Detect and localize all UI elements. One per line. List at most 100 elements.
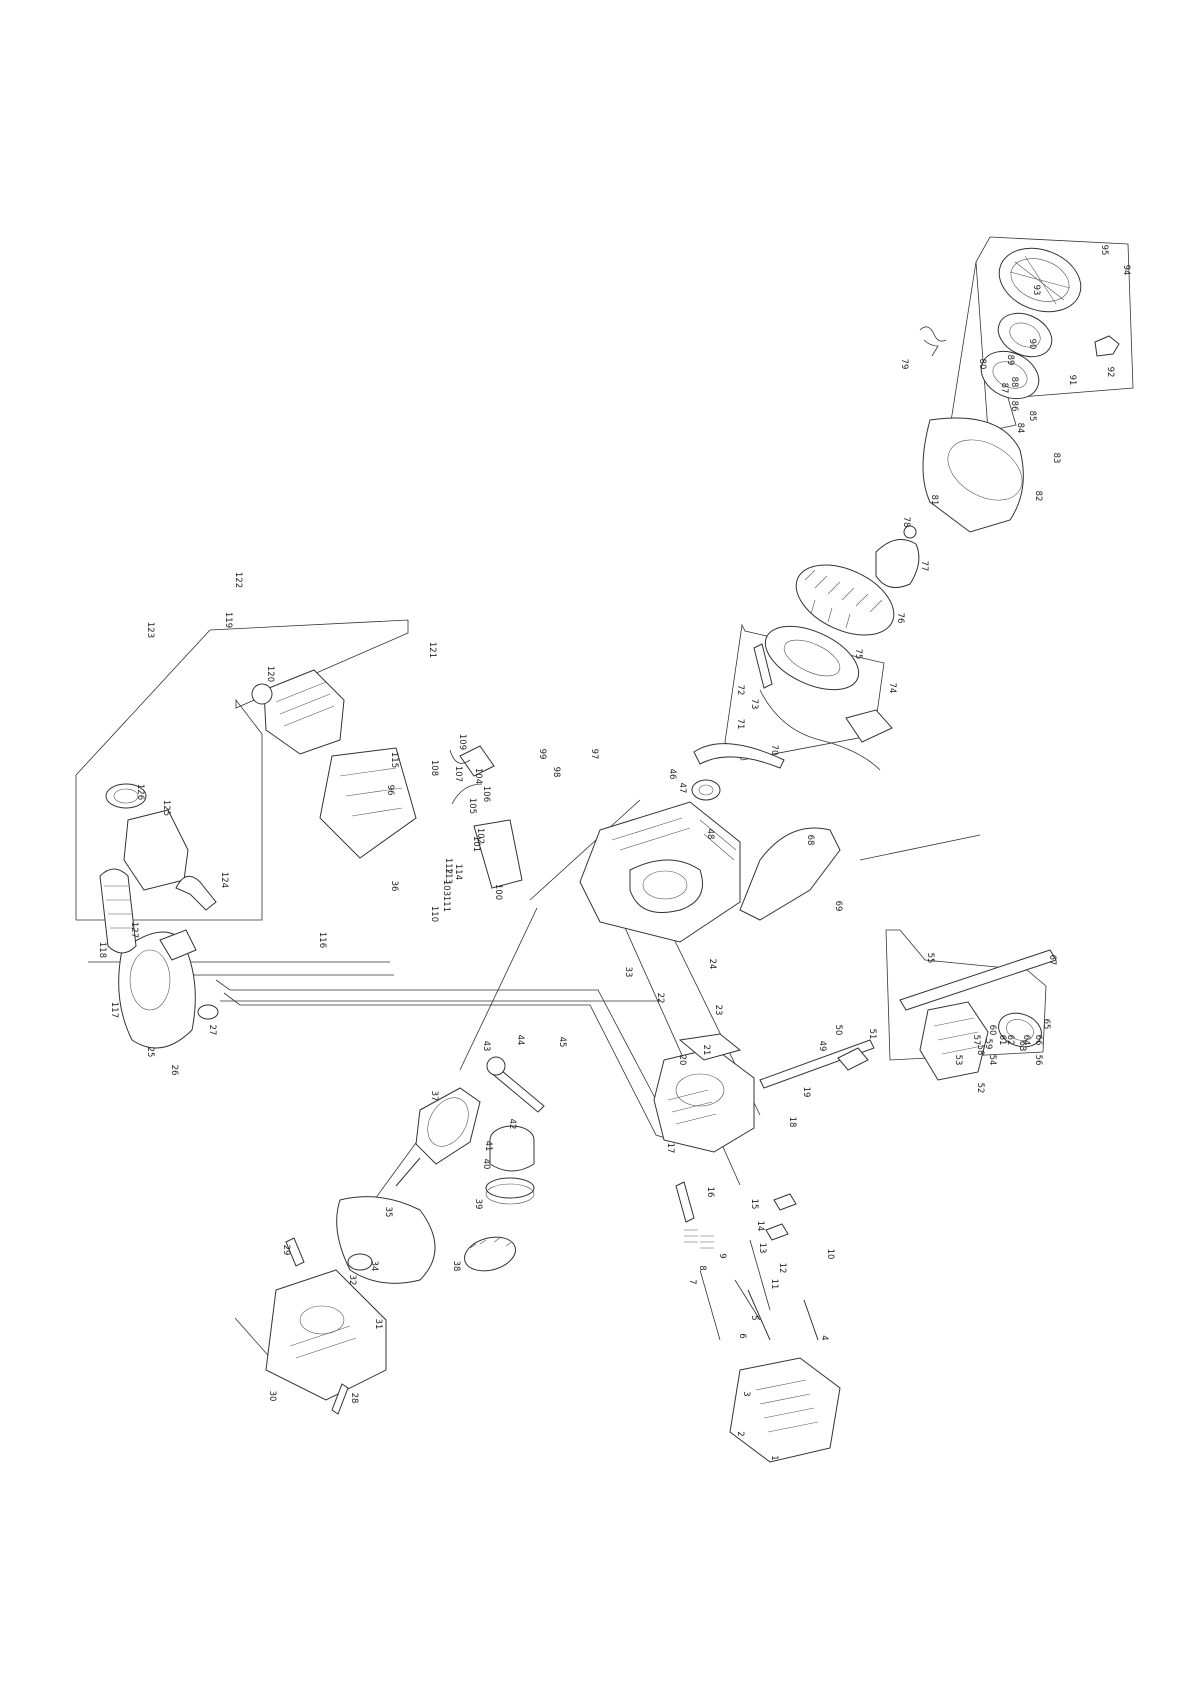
callout-71: 71 [735, 719, 745, 730]
callout-15: 15 [749, 1199, 759, 1210]
callout-18: 18 [787, 1117, 797, 1128]
callout-61: 61 [997, 1035, 1007, 1046]
plug-cap [753, 643, 773, 689]
callout-2: 2 [735, 1431, 745, 1436]
callout-17: 17 [665, 1143, 675, 1154]
alternator-rotor [764, 625, 860, 691]
callout-32: 32 [347, 1275, 357, 1286]
crankshaft [395, 1087, 481, 1187]
callout-104: 104 [473, 768, 483, 784]
piston-rings [485, 1177, 535, 1199]
callout-92: 92 [1105, 367, 1115, 378]
cylinder-block [579, 801, 741, 943]
callout-98: 98 [551, 767, 561, 778]
callout-106: 106 [481, 786, 491, 802]
callout-67: 67 [1047, 955, 1057, 966]
cylinder-head [653, 1047, 755, 1153]
callout-10: 10 [825, 1249, 835, 1260]
callout-114: 114 [453, 864, 463, 880]
callout-43: 43 [481, 1041, 491, 1052]
callout-111: 111 [441, 896, 451, 912]
callout-123: 123 [145, 622, 155, 638]
callout-20: 20 [677, 1055, 687, 1066]
group-outlines [75, 236, 1134, 1381]
carburetor [919, 1001, 989, 1081]
air-cleaner-group-outline [75, 619, 409, 921]
callout-125: 125 [161, 800, 171, 816]
air-intake-elbow [175, 875, 217, 911]
exhaust-gasket [197, 1004, 219, 1020]
starter-handle [1094, 335, 1120, 357]
callout-100: 100 [493, 884, 503, 900]
callout-76: 76 [895, 613, 905, 624]
callout-46: 46 [667, 769, 677, 780]
callout-63: 63 [1017, 1041, 1027, 1052]
callout-53: 53 [953, 1055, 963, 1066]
ignition-module [845, 709, 893, 743]
fan-cover [922, 417, 1024, 533]
callout-121: 121 [427, 642, 437, 658]
starter-pulley [997, 312, 1053, 358]
callout-52: 52 [975, 1083, 985, 1094]
callout-87: 87 [999, 383, 1009, 394]
callout-60: 60 [987, 1025, 997, 1036]
callout-101: 101 [471, 836, 481, 852]
callout-50: 50 [833, 1025, 843, 1036]
callout-109: 109 [457, 734, 467, 750]
callout-45: 45 [557, 1037, 567, 1048]
callout-34: 34 [369, 1261, 379, 1272]
callout-47: 47 [677, 783, 687, 794]
callout-38: 38 [451, 1261, 461, 1272]
callout-39: 39 [473, 1199, 483, 1210]
fuel-line [759, 1039, 875, 1089]
callout-93: 93 [1031, 285, 1041, 296]
callout-117: 117 [109, 1002, 119, 1018]
callout-99: 99 [537, 749, 547, 760]
callout-28: 28 [349, 1393, 359, 1404]
callout-105: 105 [467, 798, 477, 814]
callout-115: 115 [389, 752, 399, 768]
starter-group-outline [975, 236, 1134, 432]
callout-40: 40 [481, 1159, 491, 1170]
flywheel [795, 564, 895, 636]
callout-49: 49 [817, 1041, 827, 1052]
callout-16: 16 [705, 1187, 715, 1198]
callout-107: 107 [453, 766, 463, 782]
callout-68: 68 [805, 835, 815, 846]
callout-51: 51 [867, 1029, 877, 1040]
rocker-arm [765, 1193, 797, 1241]
callout-64: 64 [1021, 1035, 1031, 1046]
callout-73: 73 [749, 699, 759, 710]
callout-14: 14 [755, 1221, 765, 1232]
callout-48: 48 [705, 829, 715, 840]
callout-66: 66 [1033, 1035, 1043, 1046]
throttle-lever [837, 1047, 869, 1071]
callout-37: 37 [429, 1091, 439, 1102]
callout-6: 6 [737, 1333, 747, 1338]
shroud-plate [693, 743, 785, 769]
callout-54: 54 [987, 1055, 997, 1066]
head-gasket [678, 1033, 742, 1061]
main-bearing [347, 1253, 373, 1271]
governor-assembly [449, 745, 523, 889]
starter-cup [875, 539, 920, 589]
callout-116: 116 [317, 932, 327, 948]
callout-70: 70 [769, 745, 779, 756]
muffler [118, 929, 197, 1049]
callout-97: 97 [589, 749, 599, 760]
callout-24: 24 [707, 959, 717, 970]
callout-78: 78 [901, 517, 911, 528]
callout-65: 65 [1041, 1019, 1051, 1030]
callout-1: 1 [769, 1455, 779, 1460]
camshaft-gear [464, 1236, 516, 1272]
callout-90: 90 [1027, 339, 1037, 350]
muffler-bracket [319, 747, 417, 859]
callout-29: 29 [281, 1245, 291, 1256]
callout-94: 94 [1121, 265, 1131, 276]
callout-13: 13 [757, 1243, 767, 1254]
callout-31: 31 [373, 1319, 383, 1330]
callout-74: 74 [887, 683, 897, 694]
stop-switch-wire [919, 326, 947, 357]
